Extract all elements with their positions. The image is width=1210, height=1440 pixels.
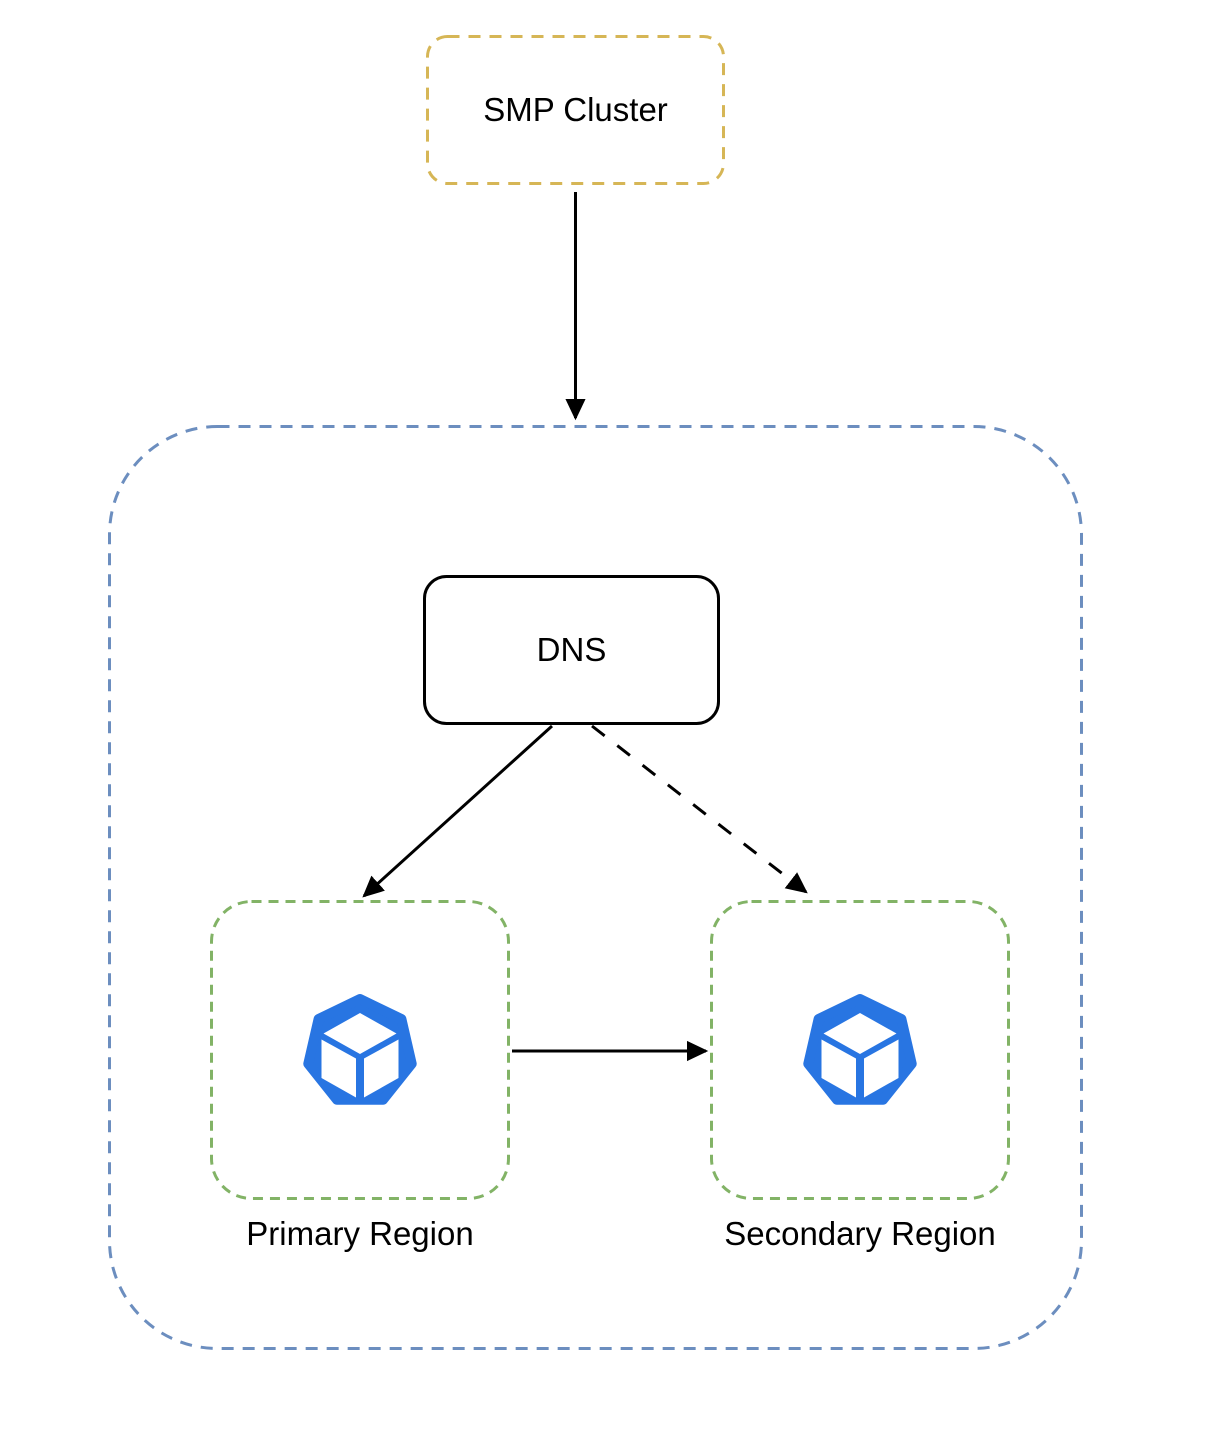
smp-cluster-node-box xyxy=(426,35,725,185)
dns-node-box xyxy=(423,575,720,725)
kubernetes-cube-icon xyxy=(303,994,417,1105)
cube-top-face xyxy=(323,1013,397,1054)
primary-region-box xyxy=(210,900,510,1200)
edge-dns-to-secondary-arrow xyxy=(591,724,808,894)
cube-left-face xyxy=(821,1039,856,1098)
kubernetes-cube-icon xyxy=(803,994,917,1105)
cube-right-face xyxy=(364,1039,399,1098)
edge-dns-to-primary-arrow xyxy=(362,724,554,898)
cube-left-face xyxy=(321,1039,356,1098)
cluster-boundary-box xyxy=(108,425,1083,1350)
secondary-region-box xyxy=(710,900,1010,1200)
cube-right-face xyxy=(864,1039,899,1098)
cube-top-face xyxy=(823,1013,897,1054)
